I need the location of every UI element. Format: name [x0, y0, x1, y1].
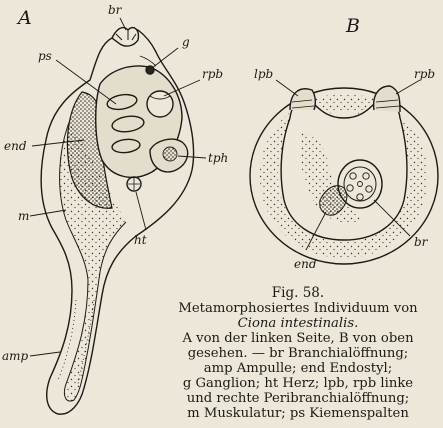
caption-line: g Ganglion; ht Herz; lpb, rpb linke [148, 376, 443, 391]
label-a: A [16, 7, 32, 29]
label-a-ht: ht [134, 233, 147, 247]
label-b-lpb: lpb [254, 67, 273, 81]
caption-title: Metamorphosiertes Individuum von [148, 301, 443, 316]
label-b-end: end [294, 257, 317, 271]
label-a-rpb: rpb [202, 67, 223, 81]
figure-caption: Fig. 58. Metamorphosiertes Individuum vo… [148, 286, 443, 421]
caption-line: m Muskulatur; ps Kiemenspalten [148, 406, 443, 421]
label-a-br: br [108, 3, 123, 17]
label-a-end: end [4, 139, 27, 153]
label-b-rpb: rpb [414, 67, 435, 81]
label-a-ps: ps [38, 49, 52, 63]
caption-line: gesehen. — br Branchialöffnung; [148, 346, 443, 361]
caption-line: A von der linken Seite, B von oben [148, 331, 443, 346]
peribranchial-right-a [147, 91, 173, 117]
label-b: B [345, 15, 360, 37]
label-a-tph: tph [208, 151, 228, 165]
tph-granules [163, 147, 177, 161]
label-b-br: br [414, 235, 429, 249]
label-a-g: g [182, 35, 190, 49]
figure-number: Fig. 58. [148, 286, 443, 301]
drawing-b [250, 86, 438, 264]
caption-line: und rechte Peribranchialöffnung; [148, 391, 443, 406]
label-a-m: m [18, 209, 29, 223]
caption-line: amp Ampulle; end Endostyl; [148, 361, 443, 376]
caption-species: Ciona intestinalis. [148, 316, 443, 331]
label-a-amp: amp [2, 349, 29, 363]
